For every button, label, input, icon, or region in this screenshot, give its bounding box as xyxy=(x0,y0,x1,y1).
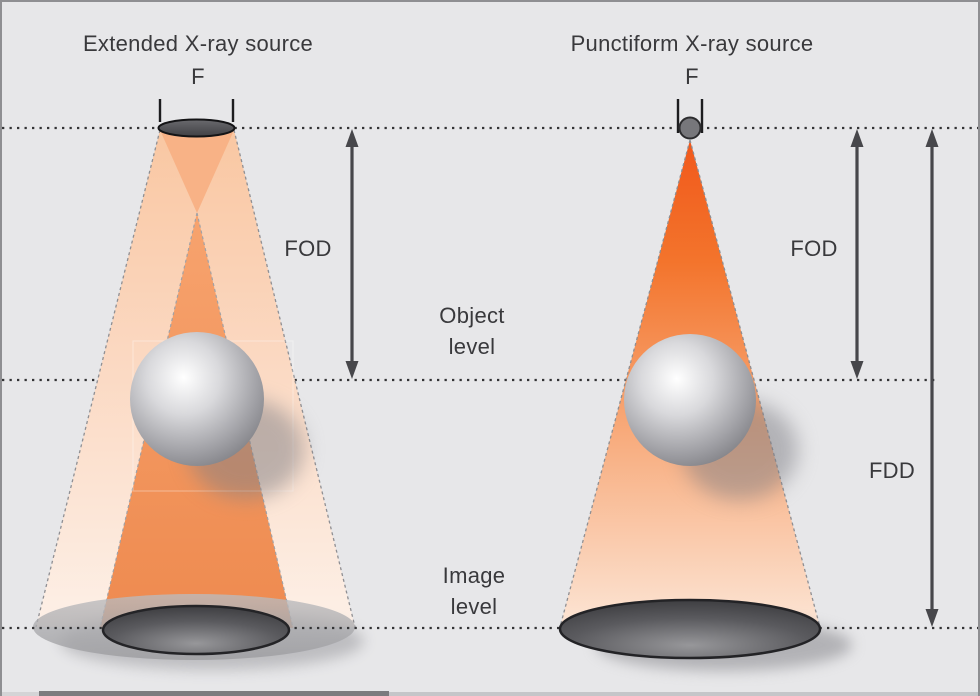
fdd-arrow xyxy=(925,129,939,627)
bottom-edge-dark-segment xyxy=(39,691,389,696)
left-sphere xyxy=(130,332,264,466)
fod-arrow-left xyxy=(345,129,359,379)
fod-label-right: FOD xyxy=(790,236,838,261)
left-focal-spot xyxy=(157,118,236,138)
fod-label-left: FOD xyxy=(284,236,332,261)
left-beam-outer-edge-right xyxy=(233,129,356,628)
object-level-line1: Object xyxy=(439,303,505,328)
right-focus-label: F xyxy=(685,64,699,89)
right-source-title: Punctiform X-ray source xyxy=(570,31,814,56)
right-focal-spot xyxy=(678,116,702,140)
fdd-label: FDD xyxy=(868,458,916,483)
right-beam-edge-left xyxy=(559,139,691,628)
image-level-line2: level xyxy=(450,594,498,619)
left-image-disc xyxy=(101,604,291,656)
left-beam-upper-triangle xyxy=(160,130,234,213)
object-level-line2: level xyxy=(448,334,496,359)
left-beam-outer-edge-left xyxy=(35,129,161,628)
bottom-edge-light-segment xyxy=(389,692,978,696)
right-beam-edge-right xyxy=(689,139,821,628)
right-source xyxy=(676,99,704,140)
image-level-label: Image level xyxy=(443,560,506,622)
fod-arrow-right xyxy=(850,129,864,379)
measure-arrows xyxy=(345,129,939,627)
left-source xyxy=(157,99,236,138)
bottom-edge-left-segment xyxy=(2,692,39,696)
right-sphere xyxy=(624,334,756,466)
right-image-disc xyxy=(558,598,822,660)
left-source-title: Extended X-ray source xyxy=(82,31,314,56)
image-level-line1: Image xyxy=(442,563,506,588)
left-beam-inner-edge-left xyxy=(99,212,198,629)
object-level-label: Object level xyxy=(439,300,504,362)
left-focus-label: F xyxy=(191,64,205,89)
